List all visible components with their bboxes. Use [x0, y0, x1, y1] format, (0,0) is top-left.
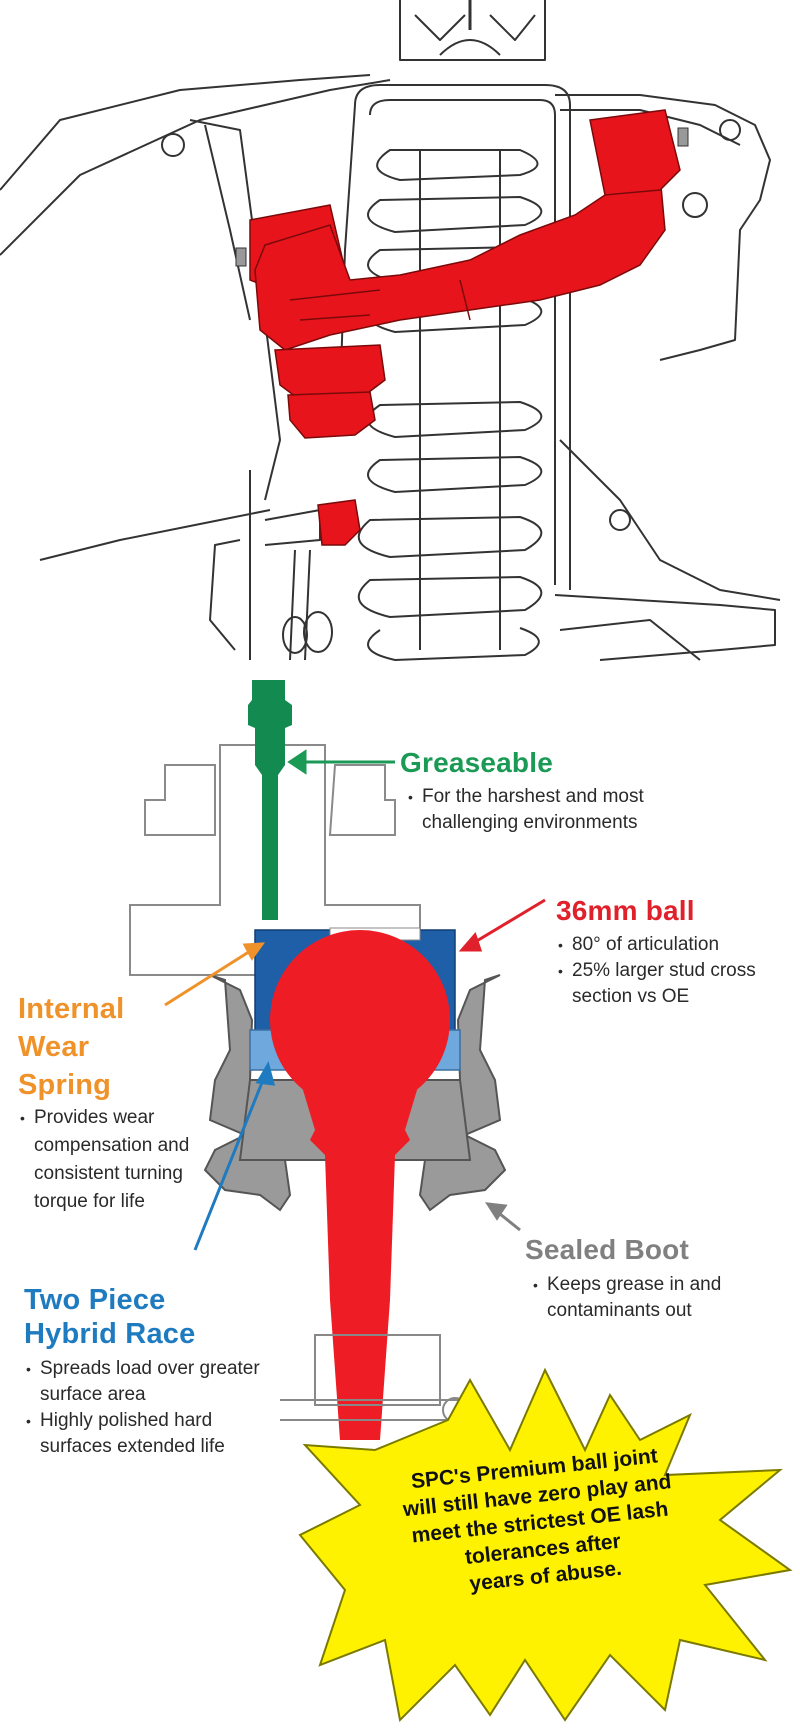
ball-bullet-2: 25% larger stud cross section vs OE: [558, 958, 788, 1009]
leader-arrows: [164, 749, 546, 1251]
ball-bullet-1: 80° of articulation: [558, 932, 788, 958]
greaseable-title: Greaseable: [400, 747, 553, 778]
ball-stud: [270, 930, 450, 1440]
upper-control-arm: [249, 109, 681, 546]
wear-spring-bullet-1: Provides wear compensation and consisten…: [20, 1104, 205, 1216]
sealed-boot-bullets: Keeps grease in and contaminants out: [533, 1272, 773, 1323]
grease-fitting: [248, 680, 292, 920]
sealed-boot-bullet-1: Keeps grease in and contaminants out: [533, 1272, 773, 1323]
ball-bullets: 80° of articulation 25% larger stud cros…: [558, 932, 788, 1009]
hybrid-race-title: Two Piece Hybrid Race: [24, 1283, 195, 1351]
hybrid-race-title-line-1: Two Piece: [24, 1284, 166, 1316]
wear-spring-title-line-2: Wear: [18, 1031, 90, 1063]
hybrid-race-bullet-2: Highly polished hard surfaces extended l…: [26, 1408, 271, 1460]
suspension-illustration: [0, 0, 781, 661]
wear-spring-title-line-1: Internal: [18, 993, 125, 1025]
hybrid-race-bullet-1: Spreads load over greater surface area: [26, 1356, 271, 1408]
greaseable-bullets: For the harshest and most challenging en…: [408, 784, 738, 835]
starburst: [298, 1367, 793, 1723]
ball-title: 36mm ball: [556, 895, 695, 926]
wear-spring-title: Internal Wear Spring: [18, 990, 124, 1104]
wear-spring-title-line-3: Spring: [18, 1069, 112, 1101]
greaseable-bullet-1: For the harshest and most challenging en…: [408, 784, 738, 835]
hybrid-race-bullets: Spreads load over greater surface area H…: [26, 1356, 271, 1460]
sealed-boot-title: Sealed Boot: [525, 1234, 690, 1265]
wear-spring-bullets: Provides wear compensation and consisten…: [20, 1104, 205, 1216]
hybrid-race-title-line-2: Hybrid Race: [24, 1318, 196, 1350]
